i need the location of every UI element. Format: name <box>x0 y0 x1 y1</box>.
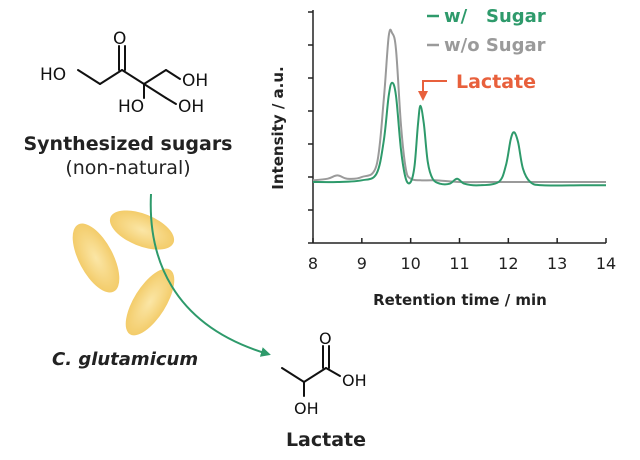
bond <box>77 69 101 85</box>
bond <box>281 367 305 383</box>
atom-label-ho-center: HO <box>118 97 144 117</box>
atom-label-oh-bottom: OH <box>178 97 204 117</box>
lactate-structure <box>281 345 341 397</box>
y-ticks <box>308 11 313 244</box>
x-axis-label: Retention time / min <box>373 291 547 309</box>
bond <box>325 367 341 377</box>
bacteria-cells <box>72 210 175 336</box>
x-tick-label: 11 <box>449 254 469 273</box>
bond <box>121 69 145 85</box>
lactate-caption: Lactate <box>286 429 366 451</box>
sugar-caption-line1: Synthesized sugars <box>23 133 232 155</box>
lactate-atom-carbonyl-o: O <box>319 329 332 348</box>
series-line-with-sugar <box>312 81 606 187</box>
series-layer <box>312 28 607 187</box>
x-tick-label: 9 <box>357 254 367 273</box>
bacterium-cell <box>125 268 175 336</box>
bacterium-cell <box>72 223 120 293</box>
x-tick-label: 14 <box>596 254 616 273</box>
lactate-atom-alpha-oh: OH <box>294 399 319 418</box>
bond <box>303 367 327 383</box>
atom-label-ho-left: HO <box>40 65 66 85</box>
lactate-atom-acid-oh: OH <box>342 371 367 390</box>
x-tick-label: 8 <box>308 254 318 273</box>
y-axis-label: Intensity / a.u. <box>269 66 287 189</box>
atom-label-carbonyl-o: O <box>113 29 126 49</box>
conversion-arrow <box>149 193 271 357</box>
x-tick-label: 13 <box>547 254 567 273</box>
annotation-label-lactate: Lactate <box>456 71 536 93</box>
lactate-peak-annotation: Lactate <box>418 71 536 101</box>
bond <box>143 83 167 99</box>
sugar-caption-line2: (non-natural) <box>65 157 190 179</box>
atom-label-oh-right: OH <box>182 71 208 91</box>
x-tick-label: 10 <box>400 254 420 273</box>
bond <box>99 69 123 85</box>
series-line-without-sugar <box>312 28 607 184</box>
x-ticks <box>312 238 607 243</box>
sugar-structure <box>77 45 181 105</box>
bond <box>165 69 181 80</box>
x-tick-labels: 8 9 10 11 12 13 14 <box>308 254 616 273</box>
bond <box>143 69 167 85</box>
legend-label-without-sugar: w/o Sugar <box>444 35 546 56</box>
bacterium-cell <box>109 210 175 250</box>
organism-label: C. glutamicum <box>52 349 198 370</box>
x-tick-label: 12 <box>498 254 518 273</box>
chart-legend: w/ Sugar w/o Sugar <box>427 6 546 56</box>
bond <box>165 97 177 105</box>
legend-label-with-sugar: w/ Sugar <box>444 6 546 27</box>
annotation-arrow <box>418 80 447 101</box>
chromatogram-chart: 8 9 10 11 12 13 14 Retention time / min Intens… <box>269 6 616 309</box>
